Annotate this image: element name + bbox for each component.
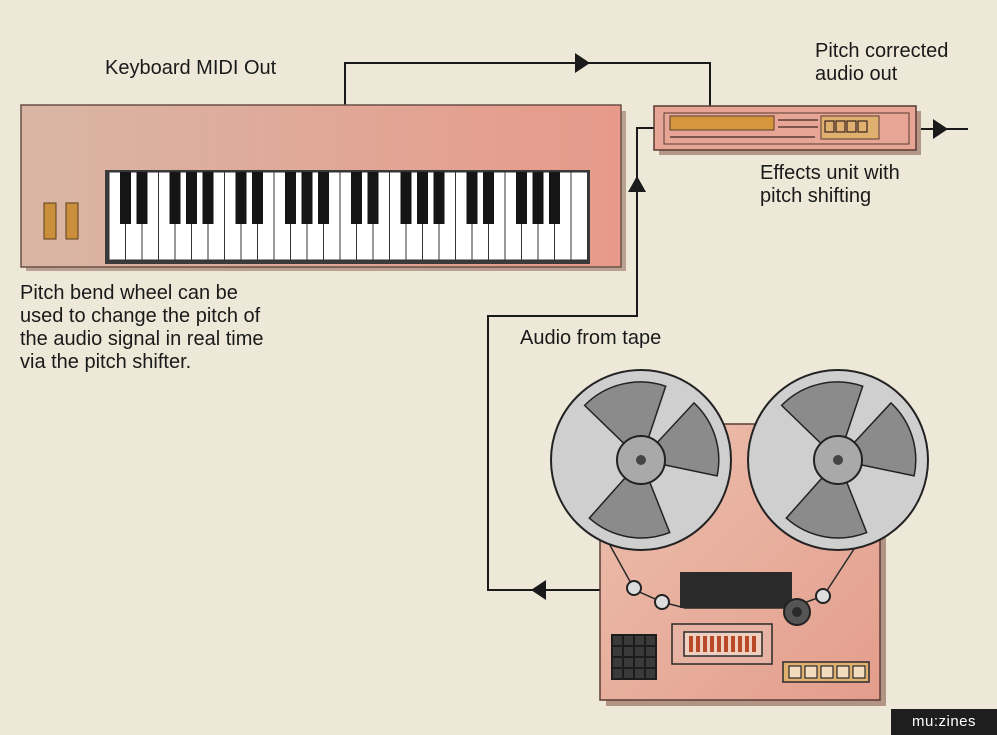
effects-unit (653, 105, 921, 155)
meter-segment (689, 636, 693, 652)
meter-segment (710, 636, 714, 652)
audio-cable (487, 127, 654, 600)
meter-segment (696, 636, 700, 652)
keypad-key (646, 669, 655, 678)
keyboard (20, 104, 626, 271)
black-key (351, 172, 362, 224)
black-key (169, 172, 181, 224)
keypad-key (635, 669, 644, 678)
black-key (433, 172, 445, 224)
black-key (136, 172, 148, 224)
keypad-key (646, 658, 655, 667)
black-key (120, 172, 131, 224)
black-key (417, 172, 428, 224)
keypad-key (613, 669, 622, 678)
keypad-key (613, 636, 622, 645)
meter-segment (738, 636, 742, 652)
meter-segment (717, 636, 721, 652)
keypad-key (624, 658, 633, 667)
keypad-key (624, 636, 633, 645)
left-reel (550, 369, 732, 551)
meter-segment (724, 636, 728, 652)
keypad-key (635, 658, 644, 667)
meter-segment (731, 636, 735, 652)
keypad-key (635, 636, 644, 645)
effects-display (669, 115, 775, 131)
black-key (400, 172, 412, 224)
modulation-wheel (65, 202, 79, 240)
black-key (483, 172, 494, 224)
black-key (516, 172, 527, 224)
right-reel (747, 369, 929, 551)
tape-counter (671, 623, 773, 665)
black-key (252, 172, 263, 224)
black-key (301, 172, 313, 224)
black-key (186, 172, 197, 224)
level-meter (689, 636, 756, 652)
keypad-key (646, 647, 655, 656)
black-key (532, 172, 544, 224)
black-key (466, 172, 478, 224)
black-key (318, 172, 329, 224)
tape-machine (550, 369, 929, 706)
transport-buttons (782, 661, 870, 683)
keypad-key (624, 669, 633, 678)
keybed (108, 171, 588, 261)
meter-segment (703, 636, 707, 652)
black-key (285, 172, 296, 224)
meter-segment (752, 636, 756, 652)
pitch-corrected-out-label: Pitch corrected audio out (815, 40, 949, 85)
keypad-key (635, 647, 644, 656)
white-key (570, 171, 588, 261)
pitch-bend-wheel (43, 202, 57, 240)
black-key (202, 172, 214, 224)
tape-head-block (680, 572, 792, 608)
pitch-bend-note: Pitch bend wheel can be used to change t… (20, 282, 264, 373)
midi-cable (344, 53, 711, 107)
keyboard-midi-out-label: Keyboard MIDI Out (105, 57, 277, 79)
effects-buttons (824, 120, 868, 133)
keypad-key (646, 636, 655, 645)
effects-unit-label: Effects unit with pitch shifting (760, 162, 900, 207)
meter-segment (745, 636, 749, 652)
output-line (918, 119, 968, 139)
black-key (235, 172, 247, 224)
keypad-key (613, 647, 622, 656)
keypad-key (624, 647, 633, 656)
black-key (549, 172, 560, 224)
tape-keypad (611, 634, 657, 680)
audio-from-tape-label: Audio from tape (520, 327, 662, 349)
muzines-badge: mu:zines (891, 709, 997, 735)
keypad-key (613, 658, 622, 667)
tape-guides (626, 580, 831, 610)
black-key (367, 172, 379, 224)
